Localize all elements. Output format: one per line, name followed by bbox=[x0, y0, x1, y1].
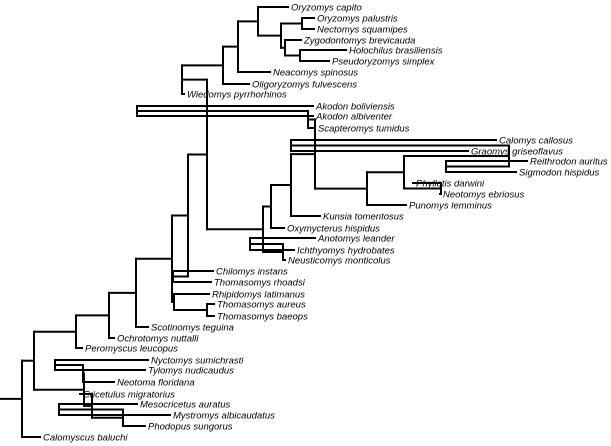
taxon-label-mesocricetus-auratus: Mesocricetus auratus bbox=[140, 400, 231, 411]
taxon-label-scotinomys-teguina: Scotinomys teguina bbox=[151, 323, 234, 334]
taxon-label-oryzomys-capito: Oryzomys capito bbox=[291, 3, 362, 14]
taxon-label-rhipidomys-latimanus: Rhipidomys latimanus bbox=[212, 290, 305, 301]
taxon-label-nectomys-squamipes: Nectomys squamipes bbox=[317, 25, 408, 36]
taxon-label-mystromys-albicaudatus: Mystromys albicaudatus bbox=[173, 411, 275, 422]
taxon-label-thomasomys-aureus: Thomasomys aureus bbox=[217, 300, 306, 311]
taxon-label-punomys-lemminus: Punomys lemminus bbox=[409, 201, 492, 212]
taxon-label-wiedomys-pyrrhorhinos: Wiedomys pyrrhorhinos bbox=[187, 90, 287, 101]
taxon-label-nyctomys-sumichrasti: Nyctomys sumichrasti bbox=[151, 356, 244, 367]
taxon-label-oxymycterus-hispidus: Oxymycterus hispidus bbox=[287, 224, 380, 235]
taxon-label-akodon-boliviensis: Akodon boliviensis bbox=[315, 102, 395, 113]
taxon-label-oryzomys-palustris: Oryzomys palustris bbox=[317, 14, 398, 25]
taxon-label-peromyscus-leucopus: Peromyscus leucopus bbox=[85, 344, 178, 355]
taxon-label-neotoma-floridana: Neotoma floridana bbox=[117, 378, 195, 389]
taxon-label-neusticomys-monticolus: Neusticomys monticolus bbox=[288, 256, 391, 267]
taxon-label-graomys-griseoflavus: Graomys griseoflavus bbox=[471, 147, 563, 158]
taxon-label-chilomys-instans: Chilomys instans bbox=[216, 267, 288, 278]
taxon-label-scapteromys-tumidus: Scapteromys tumidus bbox=[318, 124, 410, 135]
taxon-label-cricetulus-migratorius: Cricetulus migratorius bbox=[83, 390, 175, 401]
taxon-label-phodopus-sungorus: Phodopus sungorus bbox=[148, 422, 233, 433]
taxon-label-neotomys-ebriosus: Neotomys ebriosus bbox=[443, 190, 525, 201]
taxon-label-neacomys-spinosus: Neacomys spinosus bbox=[273, 68, 358, 79]
taxon-label-anotomys-leander: Anotomys leander bbox=[317, 234, 395, 245]
taxon-label-phyllotis-darwini: Phyllotis darwini bbox=[416, 179, 485, 190]
taxon-label-ochrotomys-nuttalli: Ochrotomys nuttalli bbox=[117, 334, 199, 345]
taxon-label-kunsia-tomentosus: Kunsia tomentosus bbox=[323, 212, 404, 223]
taxon-label-calomys-callosus: Calomys callosus bbox=[499, 136, 573, 147]
taxon-label-pseudoryzomys-simplex: Pseudoryzomys simplex bbox=[332, 57, 436, 68]
taxon-label-thomasomys-rhoadsi: Thomasomys rhoadsi bbox=[214, 278, 306, 289]
taxon-label-holochilus-brasiliensis: Holochilus brasiliensis bbox=[349, 46, 443, 57]
taxon-label-akodon-albiventer: Akodon albiventer bbox=[315, 112, 393, 123]
taxon-label-sigmodon-hispidus: Sigmodon hispidus bbox=[519, 168, 600, 179]
taxon-label-calomyscus-baluchi: Calomyscus baluchi bbox=[43, 433, 128, 444]
taxon-label-reithrodon-auritus: Reithrodon auritus bbox=[530, 157, 608, 168]
taxon-label-zygodontomys-brevicauda: Zygodontomys brevicauda bbox=[303, 36, 415, 47]
taxon-label-ichthyomys-hydrobates: Ichthyomys hydrobates bbox=[297, 246, 395, 257]
taxon-label-thomasomys-baeops: Thomasomys baeops bbox=[217, 312, 308, 323]
taxon-label-oligoryzomys-fulvescens: Oligoryzomys fulvescens bbox=[252, 80, 357, 91]
taxon-label-tylomys-nudicaudus: Tylomys nudicaudus bbox=[148, 366, 234, 377]
